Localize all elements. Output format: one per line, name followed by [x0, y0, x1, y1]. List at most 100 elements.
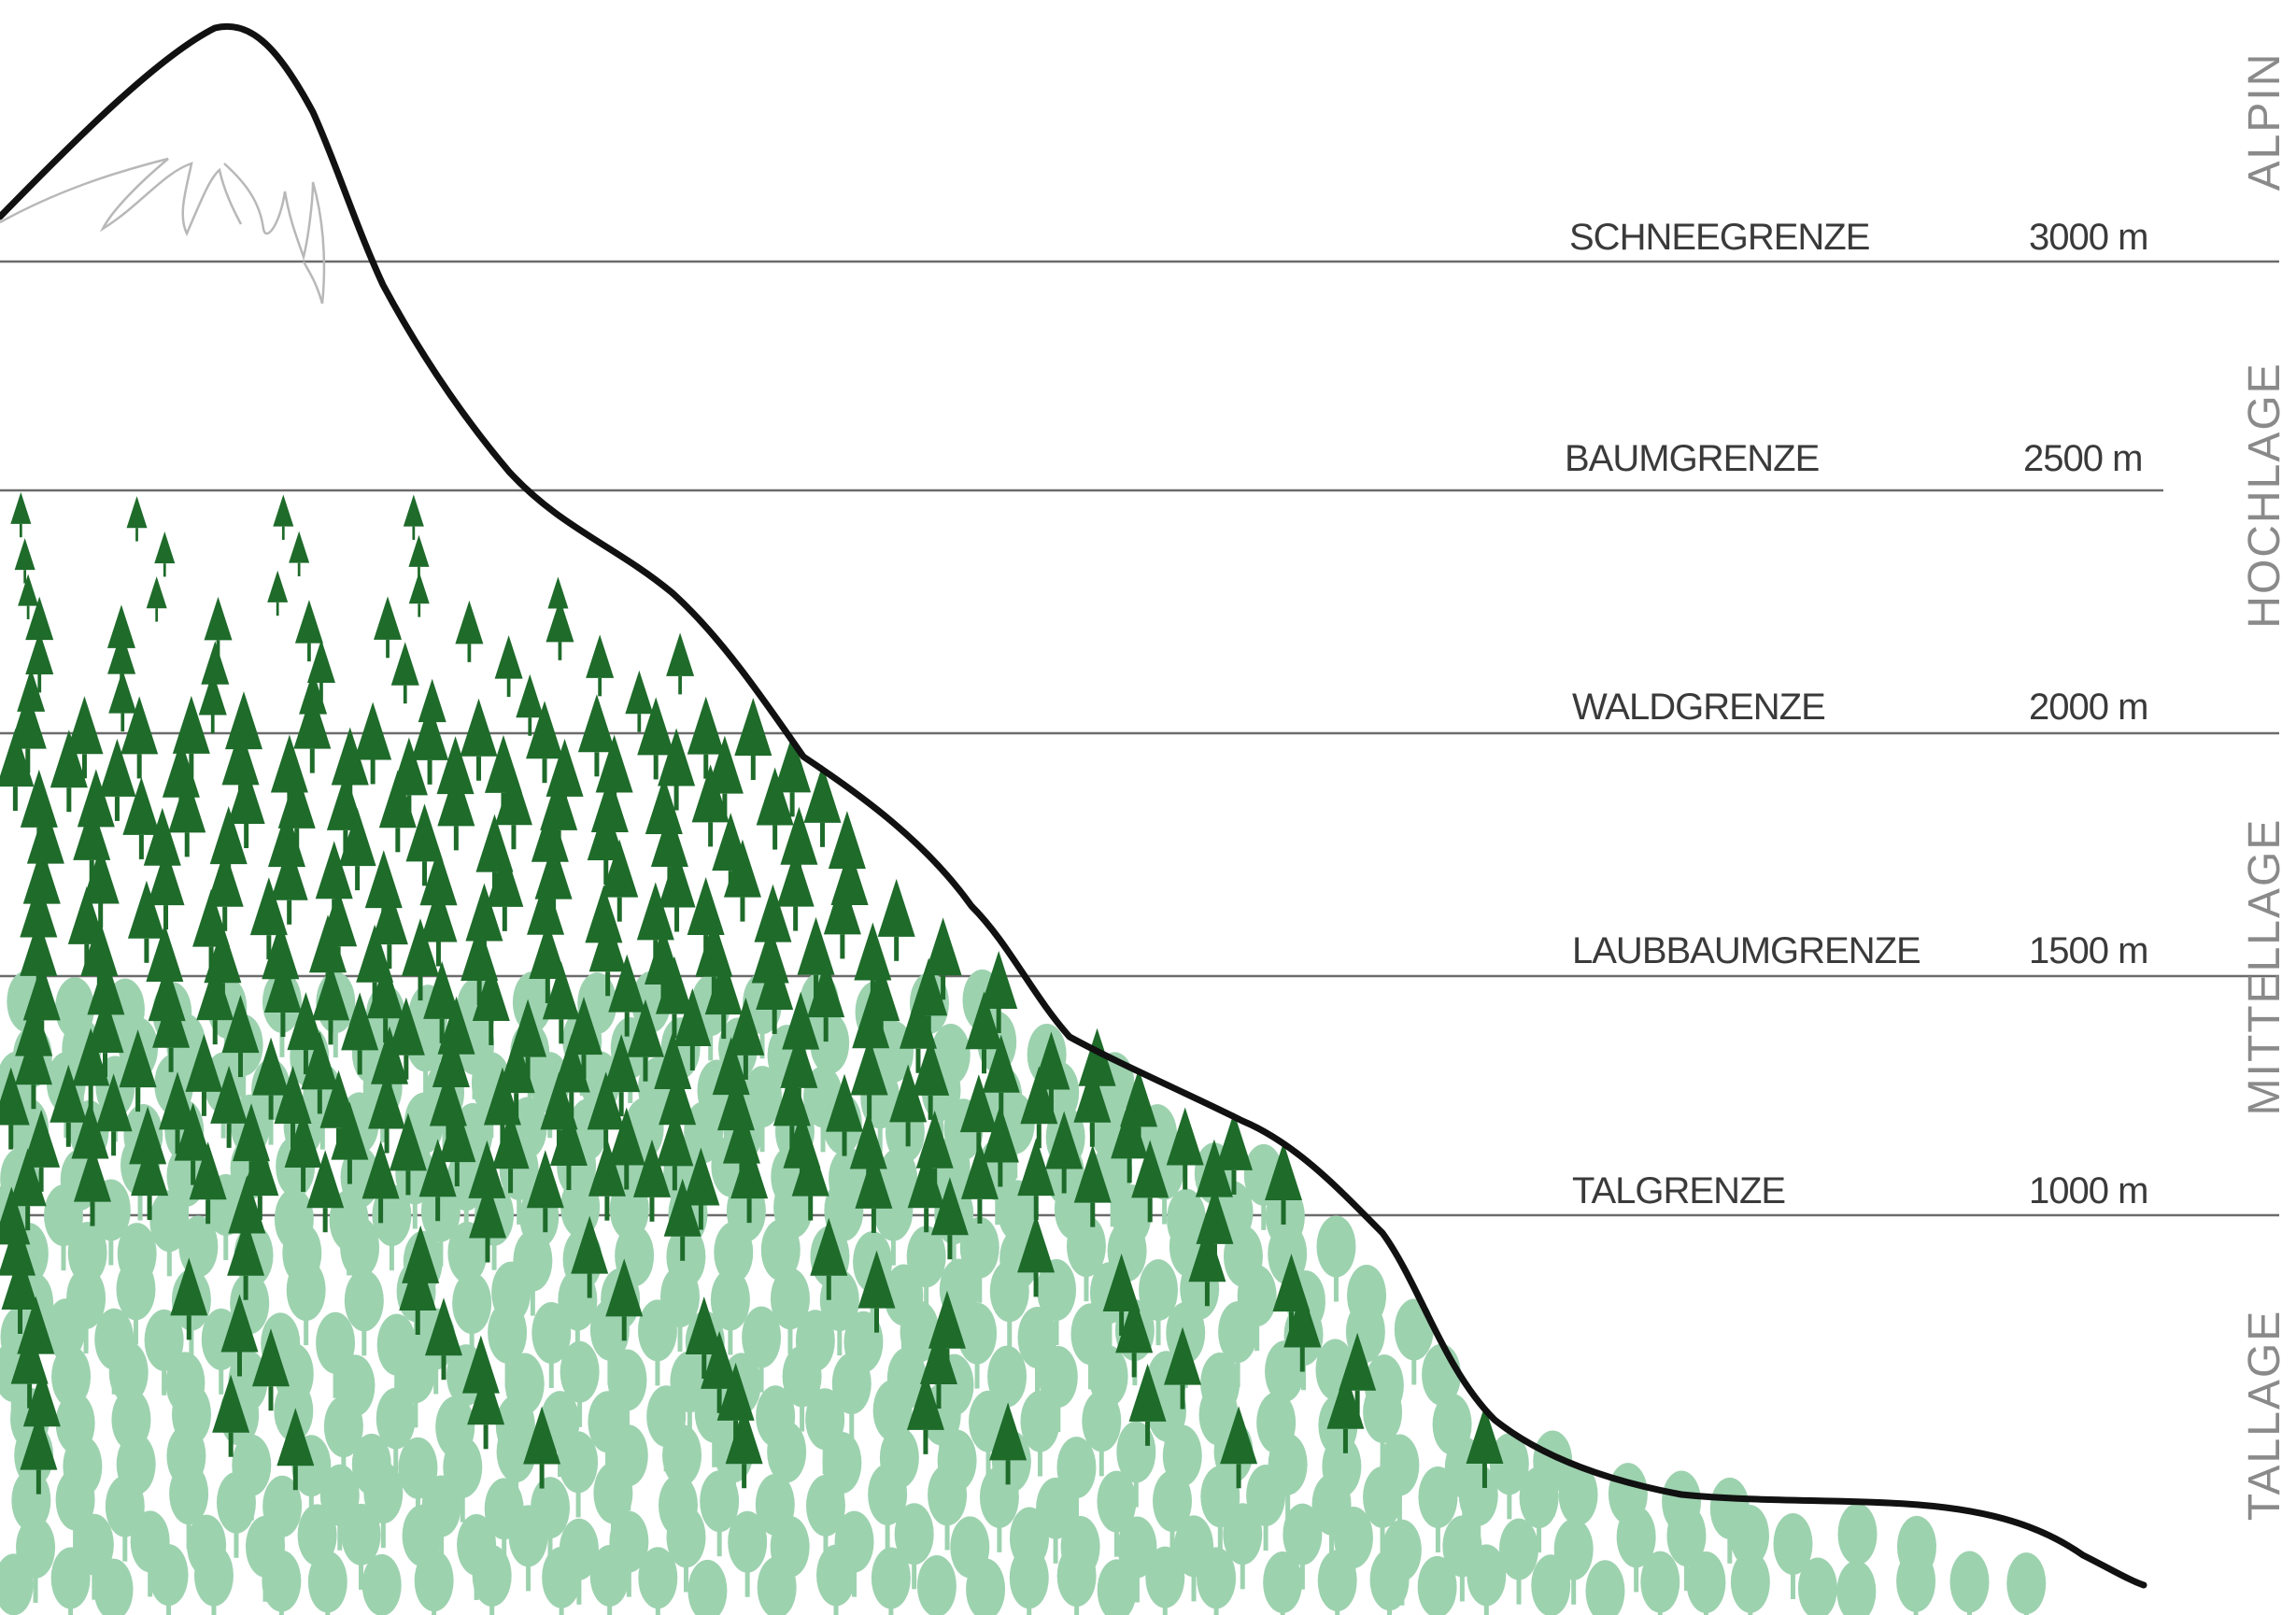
conifer-tree-icon [602, 1034, 641, 1117]
conifer-tree-icon [1188, 1224, 1226, 1307]
conifer-tree-icon [797, 916, 835, 999]
deciduous-tree-icon [0, 1553, 34, 1615]
conifer-tree-icon [1339, 1332, 1377, 1415]
conifer-tree-icon [1017, 1138, 1056, 1221]
conifer-tree-icon [727, 997, 765, 1080]
snow-field [0, 157, 326, 305]
deciduous-tree-icon [1316, 1215, 1356, 1302]
deciduous-tree-icon [1616, 1506, 1656, 1593]
deciduous-tree-icon [116, 1258, 156, 1345]
deciduous-tree-icon [1519, 1466, 1559, 1553]
conifer-tree-icon [552, 1034, 590, 1117]
conifer-trees [0, 491, 1504, 1495]
conifer-tree-icon [472, 962, 510, 1045]
deciduous-tree-icon [1640, 1551, 1680, 1615]
boundary-altitude-forest-line: 2000 m [2029, 687, 2147, 728]
deciduous-tree-icon [928, 1464, 968, 1551]
deciduous-tree-icon [149, 1544, 189, 1615]
deciduous-tree-icon [50, 1547, 91, 1615]
conifer-tree-icon [455, 600, 484, 662]
conifer-tree-icon [632, 1139, 671, 1222]
conifer-tree-icon [403, 494, 424, 540]
conifer-tree-icon [267, 570, 289, 616]
deciduous-tree-icon [93, 1558, 134, 1615]
conifer-tree-icon [601, 839, 639, 922]
zone-label-alpin: ALPIN [2240, 52, 2289, 191]
deciduous-tree-icon [989, 1260, 1029, 1347]
deciduous-tree-icon [894, 1503, 934, 1590]
conifer-tree-icon [8, 1148, 47, 1231]
conifer-tree-icon [588, 1138, 626, 1221]
conifer-tree-icon [294, 600, 323, 662]
conifer-tree-icon [516, 673, 545, 736]
conifer-tree-icon [312, 962, 350, 1045]
conifer-tree-icon [189, 1141, 227, 1225]
boundary-name-valley-line: TALGRENZE [1572, 1170, 1785, 1211]
deciduous-tree-icon [1066, 1215, 1106, 1302]
conifer-tree-icon [274, 1065, 312, 1148]
deciduous-tree-icon [1117, 1516, 1157, 1603]
deciduous-tree-icon [687, 1559, 728, 1615]
conifer-tree-icon [1, 1252, 39, 1335]
conifer-tree-icon [1073, 1064, 1112, 1147]
conifer-tree-icon [1111, 1100, 1149, 1183]
conifer-tree-icon [293, 690, 332, 773]
conifer-tree-icon [486, 848, 524, 931]
conifer-tree-icon [526, 1150, 564, 1233]
conifer-tree-icon [220, 1294, 259, 1377]
conifer-tree-icon [72, 1027, 110, 1111]
conifer-tree-icon [960, 1140, 999, 1224]
conifer-tree-icon [251, 1328, 290, 1411]
conifer-tree-icon [204, 596, 233, 659]
conifer-tree-icon [73, 801, 111, 885]
conifer-tree-icon [1283, 1289, 1322, 1372]
conifer-tree-icon [497, 1035, 535, 1118]
deciduous-tree-icon [1082, 1390, 1122, 1477]
deciduous-tree-icon [395, 1341, 435, 1428]
conifer-tree-icon [687, 696, 725, 779]
conifer-tree-icon [577, 694, 616, 777]
conifer-tree-icon [390, 642, 419, 704]
deciduous-tree-icon [472, 1545, 512, 1615]
conifer-tree-icon [1045, 1111, 1084, 1194]
zone-label-tallage: TALLAGE [2240, 1310, 2289, 1522]
conifer-tree-icon [791, 1138, 829, 1221]
conifer-tree-icon [625, 670, 654, 732]
conifer-tree-icon [605, 1258, 644, 1341]
conifer-tree-icon [1215, 1112, 1254, 1195]
conifer-tree-icon [773, 734, 812, 817]
conifer-tree-icon [276, 1408, 315, 1491]
conifer-tree-icon [1131, 1140, 1169, 1223]
conifer-tree-icon [405, 803, 444, 886]
deciduous-tree-icon [414, 1550, 454, 1615]
deciduous-tree-icon [1223, 1503, 1263, 1590]
conifer-tree-icon [959, 1074, 998, 1157]
conifer-tree-icon [419, 884, 458, 967]
conifer-tree-icon [210, 1065, 248, 1148]
conifer-tree-icon [734, 698, 772, 781]
conifer-tree-icon [198, 672, 227, 734]
conifer-tree-icon [0, 729, 35, 812]
deciduous-tree-icon [1056, 1545, 1097, 1615]
conifer-tree-icon [607, 1107, 645, 1190]
deciduous-tree-icon [1666, 1504, 1707, 1591]
conifer-tree-icon [174, 1102, 212, 1185]
conifer-tree-icon [14, 538, 35, 584]
conifer-tree-icon [491, 1111, 530, 1194]
deciduous-tree-icon [1139, 1259, 1179, 1346]
conifer-tree-icon [65, 696, 104, 779]
conifer-tree-icon [206, 848, 244, 931]
conifer-tree-icon [108, 670, 137, 732]
conifer-tree-icon [542, 961, 580, 1044]
deciduous-tree-icon [316, 1311, 356, 1398]
conifer-tree-icon [776, 848, 815, 931]
conifer-tree-icon [0, 1067, 30, 1150]
conifer-tree-icon [626, 999, 664, 1082]
conifer-tree-icon [730, 1140, 769, 1224]
deciduous-tree-icon [286, 1259, 326, 1346]
deciduous-tree-icon [831, 1353, 872, 1439]
conifer-tree-icon [249, 877, 288, 960]
deciduous-tree-icon [508, 1505, 548, 1592]
conifer-tree-icon [564, 997, 602, 1080]
conifer-tree-icon [354, 701, 392, 785]
